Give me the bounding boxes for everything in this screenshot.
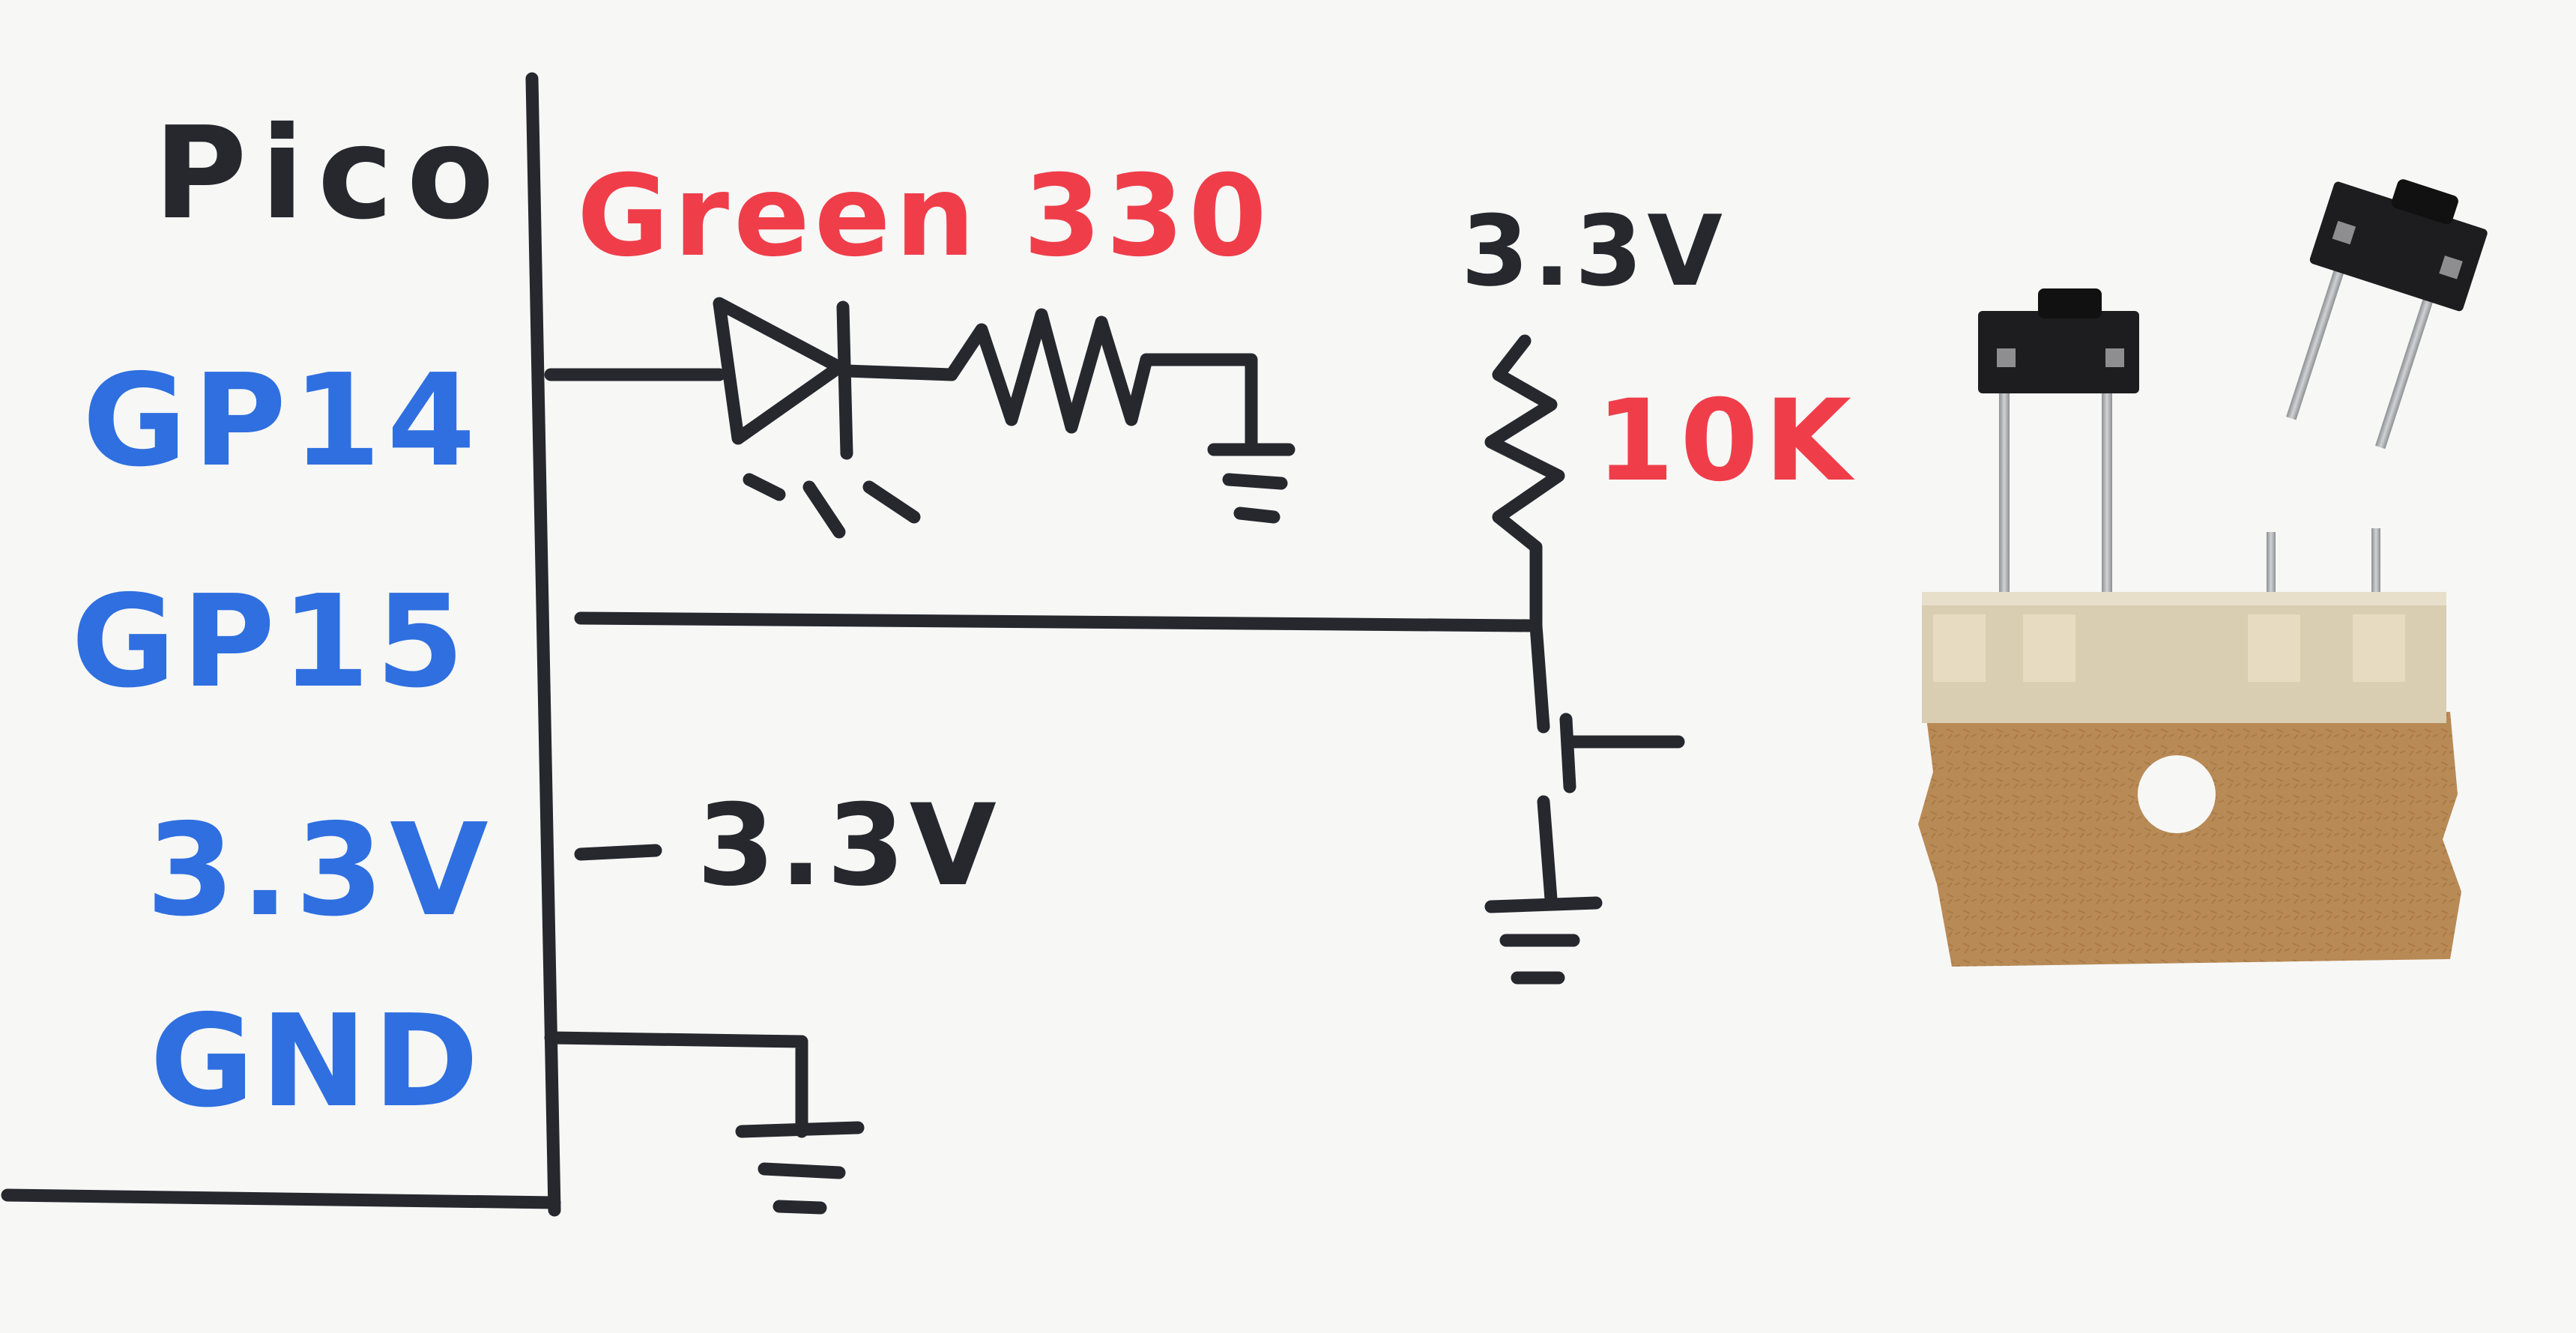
tactile-button-photo <box>1918 179 2488 967</box>
ground-icon <box>1207 443 1295 524</box>
resistor-to-ground-wire <box>1140 353 1258 456</box>
supply-label: 3.3V <box>697 781 1001 911</box>
led-to-resistor-wire <box>840 364 958 381</box>
gnd-circuit <box>544 1031 865 1215</box>
ground-icon <box>735 1121 865 1215</box>
led-circuit <box>544 297 1295 539</box>
ground-icon <box>1484 896 1603 985</box>
pullup-resistor-label: 10K <box>1596 376 1857 507</box>
pullup-resistor-icon <box>1484 334 1565 632</box>
supply-circuit <box>574 844 662 861</box>
switch-top-lead <box>1529 619 1550 734</box>
pushbutton-icon <box>1559 713 1685 794</box>
resistor-icon <box>945 308 1153 434</box>
switch-bottom-lead <box>1537 795 1558 906</box>
pin-label-gnd: GND <box>150 988 485 1136</box>
tactile-button-1 <box>1978 288 2139 592</box>
cardboard-hole <box>2138 755 2216 833</box>
gp15-wire <box>574 611 1535 632</box>
pin-label-3v3: 3.3V <box>146 797 495 945</box>
board-label: Pico <box>154 100 507 248</box>
tactile-button-2 <box>2286 179 2488 450</box>
led-annotation: Green 330 <box>577 151 1272 282</box>
pin-label-gp14: GP14 <box>82 347 482 495</box>
pullup-supply-label: 3.3V <box>1461 194 1727 308</box>
cardboard-strip <box>1918 712 2461 967</box>
button-circuit <box>574 334 1685 985</box>
pin-label-gp15: GP15 <box>71 568 471 716</box>
pico-board-outline <box>1 72 561 1217</box>
led-icon <box>713 297 921 539</box>
